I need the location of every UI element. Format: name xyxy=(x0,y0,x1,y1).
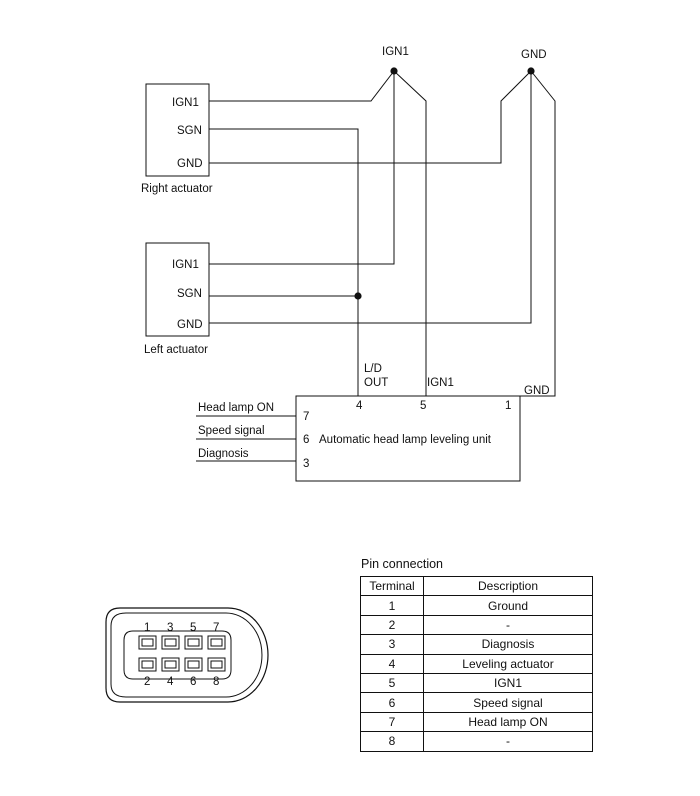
description-cell: Diagnosis xyxy=(423,634,593,655)
left-actuator-pin-ign1: IGN1 xyxy=(172,259,199,271)
input-speed-signal-label: Speed signal xyxy=(198,425,265,437)
connector-pin-3: 3 xyxy=(167,622,173,634)
table-row: 2- xyxy=(360,614,593,636)
connector-pin-5: 5 xyxy=(190,622,196,634)
right-actuator-caption: Right actuator xyxy=(141,183,213,195)
table-row: 8- xyxy=(360,731,593,752)
wire-left-ign1 xyxy=(209,71,395,265)
connector-pin-2: 2 xyxy=(144,676,150,688)
connector-pin-6: 6 xyxy=(190,676,196,688)
connector-pin-1: 1 xyxy=(144,622,150,634)
description-cell: Speed signal xyxy=(423,692,593,713)
terminal-cell: 5 xyxy=(360,672,424,694)
junction-gnd-label: GND xyxy=(521,49,547,61)
description-column-header: Description xyxy=(423,575,593,597)
table-header-row: Terminal Description xyxy=(360,575,593,597)
connector-cavities xyxy=(138,635,226,672)
wire-ign1-to-unit xyxy=(393,70,427,396)
unit-ign1-label: IGN1 xyxy=(427,377,454,389)
unit-pin-6: 6 xyxy=(303,434,309,446)
right-actuator-box xyxy=(145,83,210,177)
junction-ign1-label: IGN1 xyxy=(382,46,409,58)
leveling-unit-box xyxy=(295,395,521,482)
unit-pin-3: 3 xyxy=(303,458,309,470)
left-actuator-caption: Left actuator xyxy=(144,344,208,356)
wire-left-gnd xyxy=(209,71,532,324)
terminal-cell: 7 xyxy=(360,711,424,733)
description-cell: - xyxy=(423,614,593,636)
input-head-lamp-on-label: Head lamp ON xyxy=(198,402,274,414)
terminal-column-header: Terminal xyxy=(360,575,424,597)
ld-out-label-line1: L/D xyxy=(364,363,382,375)
terminal-cell: 2 xyxy=(360,614,424,636)
description-cell: Leveling actuator xyxy=(423,653,593,674)
wire-right-gnd xyxy=(209,70,532,164)
junction-ign1-dot xyxy=(390,67,398,75)
left-actuator-box xyxy=(145,242,210,337)
connector-pin-8: 8 xyxy=(213,676,219,688)
terminal-cell: 8 xyxy=(360,731,424,752)
unit-pin-5: 5 xyxy=(420,400,426,412)
connector-pin-4: 4 xyxy=(167,676,174,688)
ld-out-label-line2: OUT xyxy=(364,377,388,389)
connector-drawing: 1 3 5 7 2 4 6 8 xyxy=(105,607,269,703)
input-diagnosis-label: Diagnosis xyxy=(198,448,249,460)
wire-right-sgn xyxy=(209,128,359,396)
terminal-cell: 6 xyxy=(360,692,424,713)
unit-gnd-label: GND xyxy=(524,385,550,397)
wire-gnd-to-unit xyxy=(520,70,556,397)
description-cell: - xyxy=(423,731,593,752)
unit-pin-4: 4 xyxy=(356,400,363,412)
description-cell: Head lamp ON xyxy=(423,711,593,733)
right-actuator-pin-sgn: SGN xyxy=(177,125,202,137)
leveling-unit-title: Automatic head lamp leveling unit xyxy=(319,434,492,446)
pin-connection-title: Pin connection xyxy=(361,557,444,571)
unit-pin-7: 7 xyxy=(303,411,309,423)
junction-sgn-dot xyxy=(354,292,362,300)
wire-right-ign1 xyxy=(209,70,395,102)
terminal-cell: 1 xyxy=(360,595,424,616)
junction-gnd-dot xyxy=(527,67,535,75)
description-cell: IGN1 xyxy=(423,672,593,694)
left-actuator-pin-sgn: SGN xyxy=(177,288,202,300)
connector-pin-7: 7 xyxy=(213,622,219,634)
right-actuator-pin-gnd: GND xyxy=(177,158,203,170)
right-actuator-pin-ign1: IGN1 xyxy=(172,97,199,109)
description-cell: Ground xyxy=(423,595,593,616)
left-actuator-pin-gnd: GND xyxy=(177,319,203,331)
terminal-cell: 3 xyxy=(360,634,424,655)
terminal-cell: 4 xyxy=(360,653,424,674)
unit-pin-1: 1 xyxy=(505,400,511,412)
